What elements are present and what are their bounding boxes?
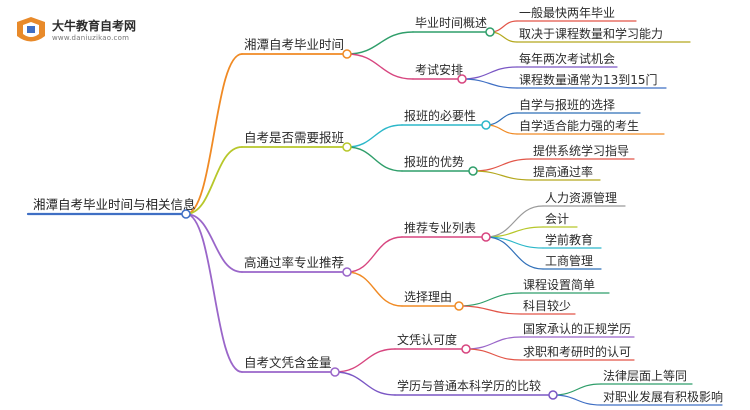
leaf-major-accounting: 会计 — [545, 212, 570, 226]
leaf-major-business: 工商管理 — [545, 254, 594, 268]
topic-major-list: 推荐专业列表 — [404, 221, 477, 235]
site-logo[interactable]: 大牛教育自考网 www.daniuzikao.com — [4, 12, 149, 52]
leaf-major-preschool: 学前教育 — [545, 233, 594, 247]
leaf-two-exams-per-year: 每年两次考试机会 — [519, 52, 616, 66]
leaf-major-hr: 人力资源管理 — [545, 191, 618, 205]
leaf-fewer-subjects: 科目较少 — [523, 299, 572, 313]
topic-connector — [346, 146, 403, 172]
topic-connector — [346, 31, 414, 55]
leaf-connector — [465, 348, 522, 361]
leaf-connector — [552, 394, 602, 406]
leaf-connector — [485, 124, 518, 135]
topic-diploma-recognition: 文凭认可度 — [397, 333, 458, 347]
leaf-connector — [485, 236, 544, 270]
leaf-connector — [461, 78, 518, 89]
leaf-connector — [461, 66, 518, 80]
leaf-state-recognized: 国家承认的正规学历 — [523, 322, 632, 336]
leaf-career-impact: 对职业发展有积极影响 — [603, 390, 724, 404]
topic-collapse-toggle[interactable] — [468, 166, 478, 176]
leaf-legally-equivalent: 法律层面上等同 — [603, 369, 688, 383]
branch-connector — [185, 213, 243, 373]
topic-degree-comparison: 学历与普通本科学历的比较 — [397, 379, 542, 393]
topic-connector — [334, 348, 396, 373]
branch-recommended-majors: 高通过率专业推荐 — [244, 255, 345, 270]
topic-collapse-toggle[interactable] — [454, 301, 464, 311]
topic-graduation-overview: 毕业时间概述 — [415, 16, 488, 30]
topic-collapse-toggle[interactable] — [481, 232, 491, 242]
topic-collapse-toggle[interactable] — [481, 120, 491, 130]
root-collapse-toggle[interactable] — [181, 209, 191, 219]
branch-connector — [185, 53, 243, 215]
leaf-systematic-guidance: 提供系统学习指导 — [533, 144, 630, 158]
topic-class-advantages: 报班的优势 — [404, 155, 465, 169]
logo-url: www.daniuzikao.com — [52, 34, 130, 42]
topic-selection-reasons: 选择理由 — [404, 290, 453, 304]
topic-connector — [346, 124, 403, 148]
branch-need-class: 自考是否需要报班 — [244, 130, 345, 145]
topic-connector — [346, 53, 414, 80]
root-label: 湘潭自考毕业时间与相关信息 — [33, 197, 196, 212]
leaf-job-and-grad-recognition: 求职和考研时的认可 — [523, 345, 632, 359]
leaf-connector — [472, 170, 532, 181]
leaf-self-study-vs-class: 自学与报班的选择 — [519, 98, 616, 112]
leaf-simple-curriculum: 课程设置简单 — [523, 278, 596, 292]
leaf-depends-on-courses: 取决于课程数量和学习能力 — [519, 27, 664, 41]
topic-connector — [346, 236, 403, 273]
leaf-connector — [458, 292, 522, 307]
branch-diploma-value: 自考文凭含金量 — [244, 355, 332, 370]
topic-collapse-toggle[interactable] — [461, 344, 471, 354]
topic-collapse-toggle[interactable] — [548, 390, 558, 400]
branch-collapse-toggle[interactable] — [342, 267, 352, 277]
branch-connector — [185, 213, 243, 273]
leaf-fastest-two-years: 一般最快两年毕业 — [519, 6, 616, 20]
topic-connector — [346, 271, 403, 307]
logo-title: 大牛教育自考网 — [52, 19, 137, 33]
leaf-connector — [458, 305, 522, 315]
branch-connector — [185, 146, 243, 215]
leaf-self-study-capable: 自学适合能力强的考生 — [519, 119, 640, 133]
leaf-connector — [465, 336, 522, 350]
leaf-course-count: 课程数量通常为13到15门 — [519, 73, 658, 87]
logo-badge-icon — [17, 17, 45, 42]
topic-class-necessity: 报班的必要性 — [404, 109, 477, 123]
topic-exam-schedule: 考试安排 — [415, 63, 464, 77]
topic-connector — [334, 371, 396, 396]
leaf-connector — [552, 383, 602, 396]
branch-collapse-toggle[interactable] — [342, 142, 352, 152]
branch-collapse-toggle[interactable] — [330, 367, 340, 377]
leaf-higher-pass-rate: 提高通过率 — [533, 165, 594, 179]
branch-graduation-time: 湘潭自考毕业时间 — [244, 37, 345, 52]
topic-collapse-toggle[interactable] — [485, 27, 495, 37]
branch-collapse-toggle[interactable] — [342, 49, 352, 59]
leaf-connector — [485, 112, 518, 126]
leaf-connector — [472, 158, 532, 172]
topic-collapse-toggle[interactable] — [457, 74, 467, 84]
